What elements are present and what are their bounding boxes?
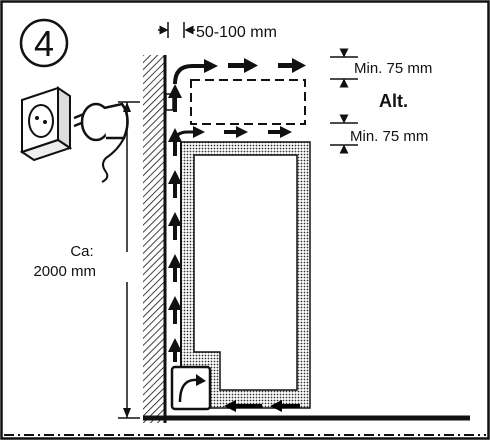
airflow-top bbox=[173, 58, 306, 85]
wall bbox=[143, 55, 165, 423]
airflow-mid bbox=[173, 126, 292, 143]
compressor-icon bbox=[170, 365, 212, 411]
fridge-body bbox=[180, 141, 311, 409]
min-mid-dimension: Min. 75 mm bbox=[330, 114, 428, 154]
height-label-line1: Ca: bbox=[70, 243, 93, 260]
height-dimension: Ca: 2000 mm bbox=[33, 101, 140, 419]
gap-label: 50-100 mm bbox=[196, 24, 277, 41]
min-top-label: Min. 75 mm bbox=[354, 60, 432, 77]
wall-socket-icon bbox=[19, 86, 73, 162]
gap-dimension: 50-100 mm bbox=[158, 22, 277, 41]
alt-label: Alt. bbox=[379, 91, 408, 111]
airflow-up bbox=[168, 84, 182, 362]
min-top-dimension: Min. 75 mm bbox=[330, 48, 432, 88]
step-number: 4 bbox=[34, 23, 54, 64]
power-plug-icon bbox=[73, 102, 129, 183]
airflow-bottom bbox=[224, 400, 300, 412]
min-mid-label: Min. 75 mm bbox=[350, 128, 428, 145]
alt-cabinet-outline bbox=[190, 79, 306, 125]
step-badge: 4 bbox=[19, 18, 69, 68]
height-label-line2: 2000 mm bbox=[33, 263, 96, 280]
